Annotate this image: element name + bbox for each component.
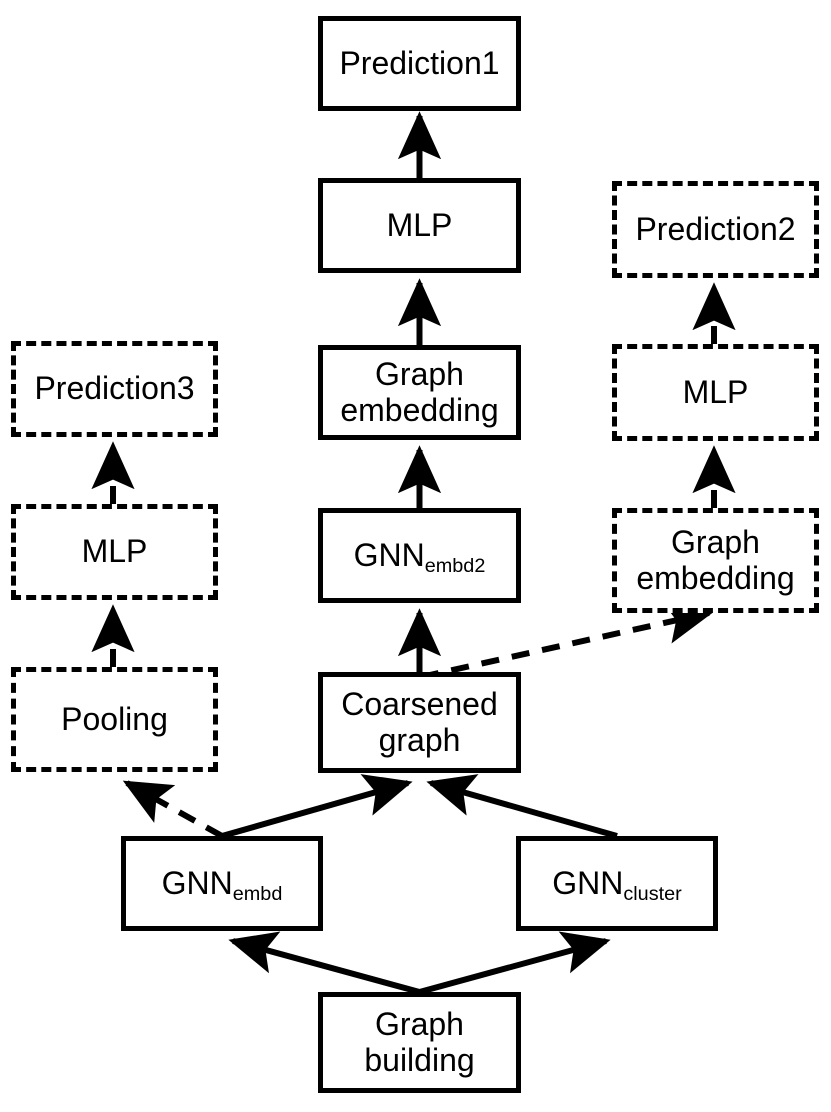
- node-prediction3-label: Prediction3: [34, 370, 195, 407]
- node-graph-embedding-right[interactable]: Graph embedding: [612, 508, 819, 613]
- node-mlp-main-label: MLP: [386, 206, 453, 243]
- node-gnn-cluster-subscript: cluster: [623, 882, 682, 905]
- node-graph-embedding-main-label: Graph embedding: [340, 355, 499, 428]
- node-gnn-embd-subscript: embd: [232, 882, 283, 905]
- node-prediction1[interactable]: Prediction1: [318, 16, 521, 111]
- node-mlp-left[interactable]: MLP: [11, 504, 218, 600]
- node-mlp-right-label: MLP: [682, 373, 749, 410]
- node-prediction2-label: Prediction2: [635, 210, 796, 247]
- node-prediction1-label: Prediction1: [339, 44, 500, 81]
- node-mlp-right[interactable]: MLP: [612, 344, 819, 441]
- node-graph-building[interactable]: Graph building: [318, 992, 521, 1093]
- node-gnn-embd-label: GNNembd: [161, 864, 283, 905]
- node-pooling-label: Pooling: [61, 700, 168, 737]
- node-gnn-cluster[interactable]: GNNcluster: [516, 836, 718, 931]
- node-mlp-left-label: MLP: [81, 533, 148, 570]
- node-graph-building-label: Graph building: [364, 1005, 475, 1078]
- node-gnn-embd-base: GNN: [161, 864, 233, 901]
- node-mlp-main[interactable]: MLP: [318, 178, 521, 273]
- node-gnn-cluster-base: GNN: [552, 864, 624, 901]
- edge-coarsened-graph-to-graph-embedding-right: [420, 601, 714, 680]
- node-gnn-embd2-subscript: embd2: [424, 554, 486, 577]
- node-coarsened-graph-label: Coarsened graph: [341, 685, 498, 758]
- node-prediction2[interactable]: Prediction2: [612, 181, 819, 278]
- edge-graph-building-to-gnn-embd: [228, 931, 421, 995]
- node-gnn-cluster-label: GNNcluster: [552, 864, 682, 905]
- node-pooling[interactable]: Pooling: [11, 667, 218, 772]
- node-prediction3[interactable]: Prediction3: [11, 341, 218, 437]
- edge-gnn-cluster-to-coarsened-graph: [426, 774, 618, 839]
- node-gnn-embd2[interactable]: GNNembd2: [318, 508, 521, 603]
- edge-gnn-embd-to-coarsened-graph: [221, 774, 413, 839]
- node-coarsened-graph[interactable]: Coarsened graph: [318, 672, 521, 773]
- edge-gnn-embd-to-pooling: [122, 780, 224, 839]
- edge-graph-building-to-gnn-cluster: [418, 931, 611, 995]
- node-gnn-embd2-base: GNN: [353, 536, 425, 573]
- node-graph-embedding-main[interactable]: Graph embedding: [318, 345, 521, 440]
- node-graph-embedding-right-label: Graph embedding: [636, 523, 795, 596]
- node-gnn-embd[interactable]: GNNembd: [121, 836, 323, 931]
- node-gnn-embd2-label: GNNembd2: [353, 536, 486, 577]
